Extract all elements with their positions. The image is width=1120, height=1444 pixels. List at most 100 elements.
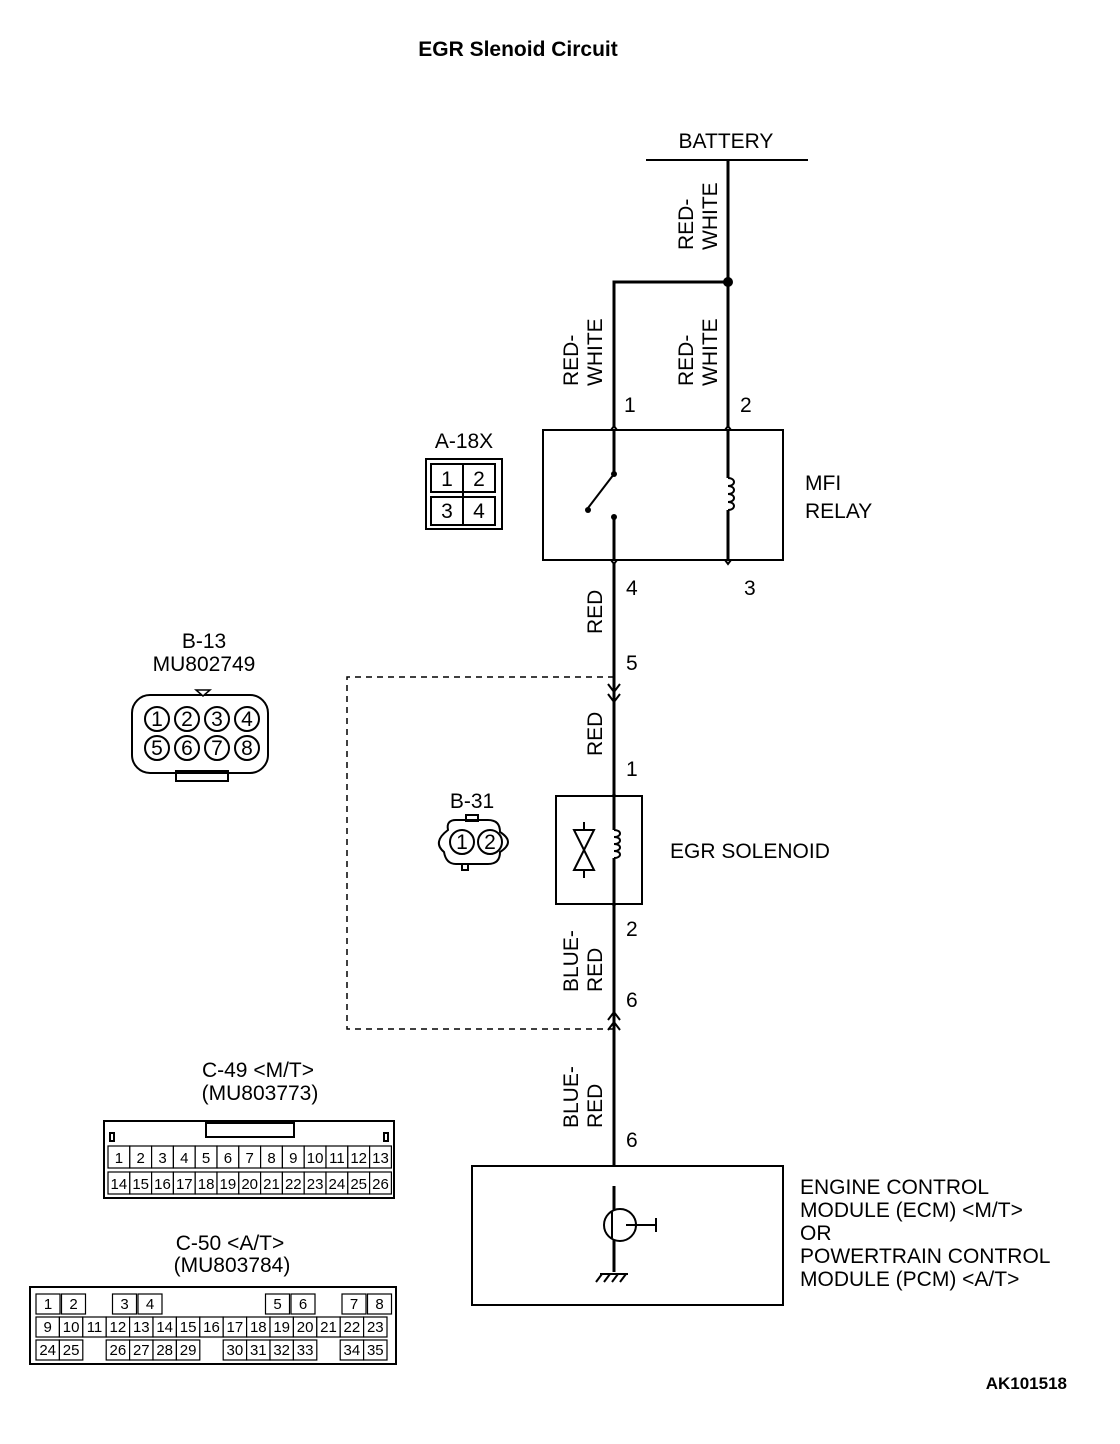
pin-label: 14 [156,1319,173,1336]
connector-label: (MU803784) [174,1254,291,1277]
pin-label: 12 [350,1150,367,1167]
pin-label: 1 [151,708,163,731]
mfi-relay: MFI RELAY [542,429,872,561]
pin-cell [341,1293,367,1315]
pin-label: 33 [297,1342,314,1359]
b13-pins: 1 2 3 4 5 6 7 8 [144,706,260,761]
wire-label: WHITE [699,182,722,250]
pin-label: 5 [151,737,163,760]
relay-label: RELAY [805,500,872,523]
wire-label: RED [584,1084,607,1128]
pin-label: 12 [110,1319,127,1336]
pin-label: 3 [441,500,453,523]
pin-label: 4 [473,500,485,523]
pin-label: 26 [372,1176,389,1193]
wire-label: WHITE [584,318,607,386]
pin-label: 6 [181,737,193,760]
pin-label: 1 [44,1296,52,1313]
pin-label: 21 [320,1319,337,1336]
pin-label: 25 [63,1342,80,1359]
pin-label: 2 [484,831,496,854]
wire-label: BLUE- [560,1066,583,1128]
pin-number: 3 [744,577,756,600]
pin-number: 5 [626,652,638,675]
ecm-label: MODULE (ECM) <M/T> [800,1199,1023,1222]
pin-label: 20 [297,1319,314,1336]
connector-label: A-18X [435,430,493,453]
pin-label: 3 [158,1150,166,1167]
pin-label: 23 [307,1176,324,1193]
connector-label: B-31 [450,790,494,813]
pin-label: 16 [203,1319,220,1336]
pin-label: 29 [180,1342,197,1359]
pin-cell [369,1171,393,1195]
connector-b31: B-31 1 2 [437,790,509,871]
pin-label: 5 [202,1150,210,1167]
pin-label: 8 [241,737,253,760]
solenoid-label: EGR SOLENOID [670,840,830,863]
harness-boundary [346,676,614,1030]
pin-label: 10 [63,1319,80,1336]
pin-number: 2 [740,394,752,417]
wire-label: WHITE [699,318,722,386]
ecm-label: OR [800,1222,832,1245]
wire-label: RED [584,712,607,756]
connector-label: MU802749 [153,653,256,676]
pin-label: 15 [180,1319,197,1336]
pin-label: 34 [344,1342,361,1359]
egr-solenoid: EGR SOLENOID [555,795,830,905]
pin-label: 2 [137,1150,145,1167]
pin-label: 9 [44,1319,52,1336]
connector-a18x: A-18X 1 2 3 4 [425,430,503,530]
pin-label: 7 [246,1150,254,1167]
pin-label: 2 [181,708,193,731]
connector-label: C-49 <M/T> [202,1059,314,1082]
relay-label: MFI [805,472,841,495]
pin-label: 22 [285,1176,302,1193]
pin-label: 4 [180,1150,188,1167]
pin-label: 9 [289,1150,297,1167]
pin-label: 18 [250,1319,267,1336]
pin-label: 1 [115,1150,123,1167]
pin-cell [292,1339,318,1361]
wire-color-labels: RED- WHITE RED- WHITE RED- WHITE RED RED… [560,182,722,1128]
pin-label: 20 [241,1176,258,1193]
pin-label: 13 [372,1150,389,1167]
pin-label: 11 [87,1319,103,1336]
pin-cell [35,1293,61,1315]
pin-label: 11 [329,1150,345,1167]
pin-label: 32 [273,1342,290,1359]
pin-label: 4 [146,1296,154,1313]
pin-label: 27 [133,1342,150,1359]
pin-cell [137,1293,163,1315]
pin-label: 6 [299,1296,307,1313]
pin-label: 19 [220,1176,237,1193]
pin-label: 21 [263,1176,280,1193]
pin-label: 4 [241,708,253,731]
pin-cell [290,1293,316,1315]
splice-dot [723,277,733,287]
wire-label: RED [584,590,607,634]
ecm-label: POWERTRAIN CONTROL [800,1245,1050,1268]
pin-label: 31 [250,1342,267,1359]
pin-label: 2 [69,1296,77,1313]
pin-cell [363,1339,388,1361]
wire-label: RED- [560,335,583,386]
pin-label: 17 [176,1176,193,1193]
pin-label: 3 [120,1296,128,1313]
pin-label: 1 [441,468,453,491]
pin-label: 30 [227,1342,244,1359]
wire-label: RED [584,948,607,992]
diagram-title: EGR Slenoid Circuit [418,38,618,61]
ecm-module: ENGINE CONTROL MODULE (ECM) <M/T> OR POW… [471,1165,1050,1306]
pin-cell [175,1339,201,1361]
pin-label: 17 [227,1319,244,1336]
connector-label: B-13 [182,630,226,653]
wire-label: BLUE- [560,930,583,992]
pin-label: 6 [224,1150,232,1167]
pin-label: 28 [156,1342,173,1359]
